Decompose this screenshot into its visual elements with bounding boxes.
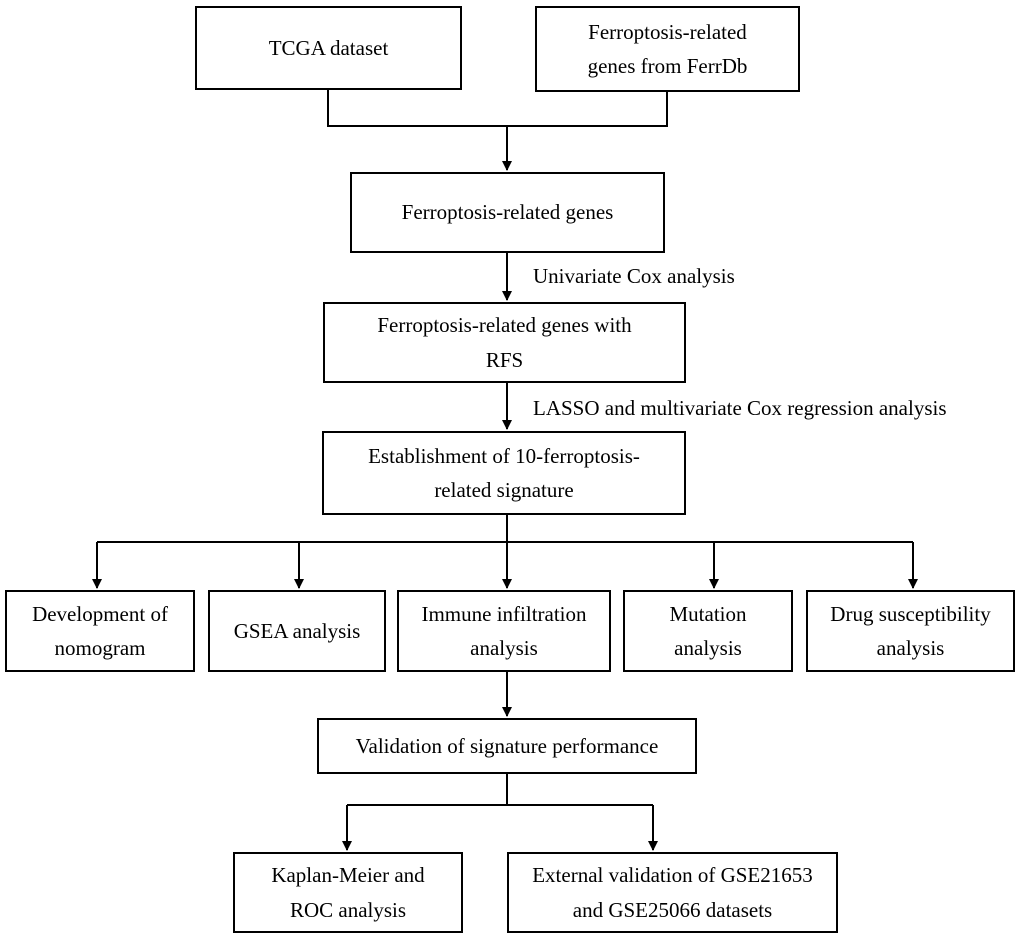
immune-infiltration-label-line2: analysis	[470, 636, 538, 660]
ferroptosis-genes-rfs-label-line1: Ferroptosis-related genes with	[377, 313, 632, 338]
ferrdb-genes-box: Ferroptosis-related genes from FerrDb	[535, 6, 800, 92]
merge-connector	[327, 90, 668, 127]
mutation-label-line2: analysis	[674, 636, 742, 660]
immune-infiltration-label-line1: Immune infiltration	[421, 601, 587, 626]
lasso-cox-label: LASSO and multivariate Cox regression an…	[533, 396, 947, 420]
mutation-box: Mutation analysis	[623, 590, 793, 672]
mutation-label-line1: Mutation	[669, 601, 747, 626]
drug-susceptibility-label-line2: analysis	[876, 636, 945, 660]
nomogram-label-line1: Development of	[32, 601, 168, 626]
external-validation-label-line2: and GSE25066 datasets	[572, 897, 773, 922]
drug-susceptibility-label-line1: Drug susceptibility	[830, 601, 991, 626]
ferrdb-genes-label-line1: Ferroptosis-related	[588, 19, 747, 44]
external-validation-label-line1: External validation of GSE21653	[532, 863, 813, 888]
gsea-label: GSEA analysis	[233, 618, 361, 643]
ferrdb-genes-label-line2: genes from FerrDb	[587, 54, 748, 78]
gsea-box: GSEA analysis	[208, 590, 386, 672]
tcga-dataset-label: TCGA dataset	[268, 35, 389, 60]
kaplan-meier-box: Kaplan-Meier and ROC analysis	[233, 852, 463, 933]
validation-label: Validation of signature performance	[355, 733, 659, 758]
signature-box: Establishment of 10-ferroptosis- related…	[322, 431, 686, 515]
nomogram-box: Development of nomogram	[5, 590, 195, 672]
tcga-dataset-box: TCGA dataset	[195, 6, 462, 90]
signature-label-line1: Establishment of 10-ferroptosis-	[368, 443, 640, 468]
drug-susceptibility-box: Drug susceptibility analysis	[806, 590, 1015, 672]
external-validation-box: External validation of GSE21653 and GSE2…	[507, 852, 838, 933]
ferroptosis-genes-label: Ferroptosis-related genes	[401, 200, 614, 225]
validation-box: Validation of signature performance	[317, 718, 697, 774]
ferroptosis-genes-box: Ferroptosis-related genes	[350, 172, 665, 253]
kaplan-meier-label-line1: Kaplan-Meier and	[271, 863, 425, 888]
ferroptosis-genes-rfs-label-line2: RFS	[485, 347, 524, 372]
nomogram-label-line2: nomogram	[54, 636, 146, 660]
immune-infiltration-box: Immune infiltration analysis	[397, 590, 611, 672]
ferroptosis-genes-rfs-box: Ferroptosis-related genes with RFS	[323, 302, 686, 383]
kaplan-meier-label-line2: ROC analysis	[289, 897, 407, 922]
univariate-cox-label: Univariate Cox analysis	[533, 264, 735, 288]
signature-label-line2: related signature	[434, 478, 574, 502]
